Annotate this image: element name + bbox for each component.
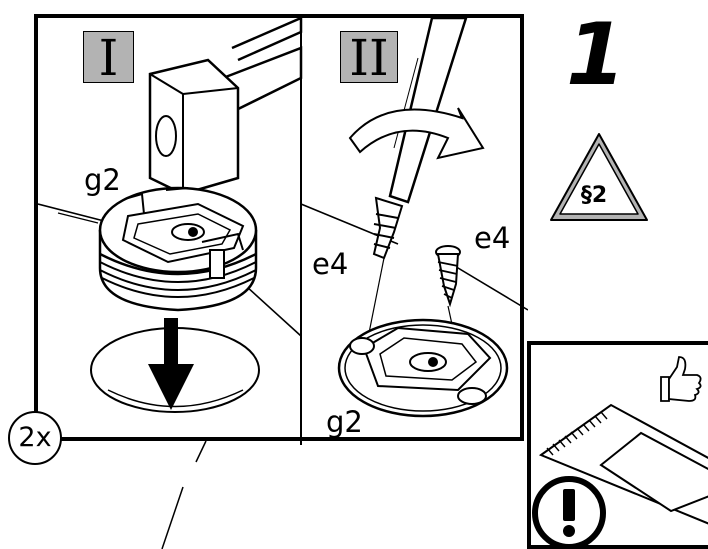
step-number: 1 [566,5,626,105]
tip-illustration [532,356,708,545]
instruction-illustration [38,18,528,445]
rotate-clockwise-icon [348,107,485,160]
tip-box [527,341,708,549]
down-arrow-icon [148,364,194,410]
hammer-head [148,58,240,196]
panel-1-drawing [38,18,303,413]
quantity-badge: 2x [8,411,62,465]
panel-2-drawing [300,18,528,418]
down-arrow-shaft [164,318,178,368]
exclamation-icon [532,476,606,545]
panel-2-screw-label-left: e4 [312,247,349,281]
warning-triangle-icon [550,133,648,221]
instruction-frame: I II g2 e4 e4 g2 [34,14,528,445]
warning-section-label: §2 [580,183,608,208]
screw-right [435,245,461,308]
panel-1-badge: I [83,31,134,84]
panel-1-part-label: g2 [84,163,121,197]
panel-2-screw-label-right: e4 [474,221,511,255]
board-insert [599,431,708,513]
panel-2-badge: II [340,31,398,84]
thumbs-up-icon [660,356,702,402]
panel-2-part-label: g2 [326,405,363,439]
